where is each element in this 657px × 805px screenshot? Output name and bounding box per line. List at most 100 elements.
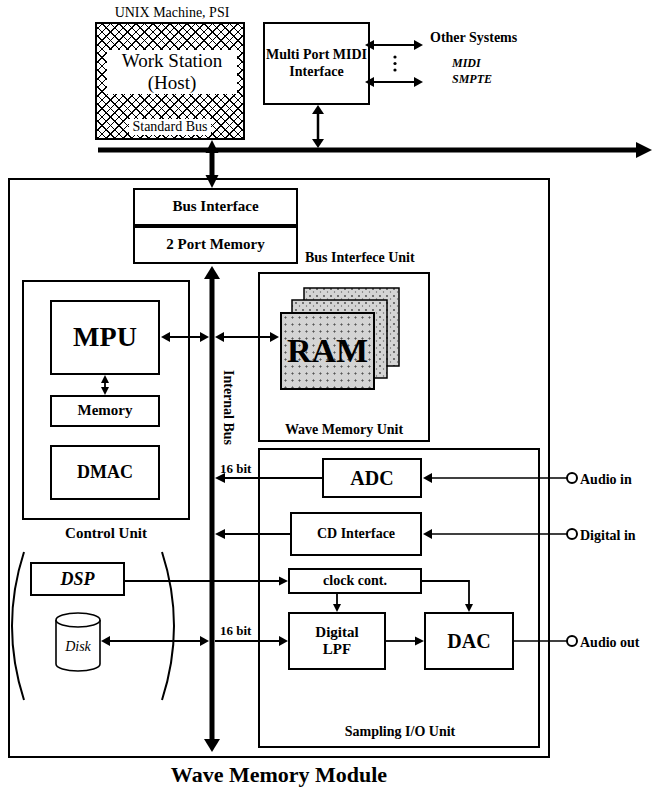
bit-width-label: 16 bit <box>220 624 251 639</box>
jack-terminal <box>567 529 577 539</box>
text-holder: Standard Bus <box>97 117 243 135</box>
disk-top <box>56 613 100 627</box>
port-label: Audio in <box>580 472 632 488</box>
arrowhead <box>200 636 209 646</box>
adc-box: ADC <box>322 458 422 498</box>
text-holder: UNIX Machine, PSI <box>82 3 262 21</box>
jack-terminal <box>567 636 577 646</box>
node-text: DAC <box>447 630 490 653</box>
arrowhead <box>101 636 110 646</box>
connector <box>386 637 424 646</box>
arrowhead <box>101 375 109 383</box>
label-holder: SMPTE <box>452 69 492 87</box>
label-holder: Audio out <box>580 633 640 651</box>
option-bracket <box>12 552 24 700</box>
bus-link <box>224 477 322 479</box>
arrowhead <box>279 577 288 586</box>
text-holder: Wave Memory Module <box>10 762 548 787</box>
label-holder: Digital in <box>580 526 636 544</box>
bus-link <box>215 640 280 642</box>
arrowhead <box>312 105 324 114</box>
jack-terminal <box>567 473 577 483</box>
bus-link <box>110 640 200 642</box>
node-text: Disk <box>65 639 91 655</box>
module-frame: Wave Memory ModuleBus Interface2 Port Me… <box>8 178 550 758</box>
arrowhead <box>206 175 219 188</box>
arrowhead <box>161 332 170 342</box>
arrowhead <box>333 604 341 612</box>
bus-arrowhead <box>636 142 652 158</box>
connector <box>422 581 473 612</box>
memory-box: Memory <box>50 395 160 427</box>
node-text: RAM <box>287 331 368 370</box>
option-bracket <box>162 552 174 700</box>
internal-bus <box>210 278 215 740</box>
workstation-box: UNIX Machine, PSIWork Station (Host)Stan… <box>95 22 245 140</box>
connector-line <box>422 581 469 606</box>
port-label: Audio out <box>580 635 640 651</box>
label-holder: Audio in <box>580 470 632 488</box>
ram-page: RAM <box>280 312 375 390</box>
bus-arrowhead <box>204 266 220 279</box>
text-holder: Work Station (Host) <box>107 50 237 94</box>
node-text: DSP <box>60 569 94 590</box>
node-text: UNIX Machine, PSI <box>115 5 230 21</box>
text-holder: Sampling I/O Unit <box>300 722 500 740</box>
node-text: Multi Port MIDI Interface <box>265 47 368 79</box>
sampling-io-frame: Sampling I/O UnitADCCD Interfaceclock co… <box>258 448 540 748</box>
label-holder: Other Systems <box>430 28 517 46</box>
port-label: Digital in <box>580 528 636 544</box>
lowpass-filter-box: Digital LPF <box>288 612 386 670</box>
connector-line <box>386 640 417 642</box>
node-text: Control Unit <box>65 525 147 542</box>
label-holder: 16 bit <box>220 621 251 639</box>
arrowhead <box>279 636 288 646</box>
text-holder: Wave Memory Unit <box>260 420 428 438</box>
arrowhead <box>312 139 324 148</box>
dsp-box: DSP <box>30 562 125 596</box>
label-holder: MIDI <box>452 53 481 71</box>
node-text: Wave Memory Unit <box>285 422 403 438</box>
protocol-label: SMPTE <box>452 73 492 87</box>
bus-label: Internal Bus <box>220 370 236 445</box>
bit-width-label: 16 bit <box>220 462 251 477</box>
wave-memory-frame: Wave Memory Unit RAM <box>258 272 430 442</box>
dac-box: DAC <box>424 612 514 670</box>
node-text: MPU <box>73 321 137 353</box>
connector <box>101 375 109 395</box>
dual-port-memory-box: 2 Port Memory <box>133 226 298 264</box>
node-text: Sampling I/O Unit <box>345 724 455 740</box>
protocol-label: MIDI <box>452 57 481 71</box>
mpu-box: MPU <box>50 300 160 375</box>
arrowhead <box>423 529 432 539</box>
node-text: ADC <box>350 467 393 490</box>
arrowhead <box>215 529 225 539</box>
midi-port-link <box>374 44 414 46</box>
clock-control-box: clock cont. <box>288 568 422 594</box>
node-text: 2 Port Memory <box>166 236 264 253</box>
ellipsis-dot <box>393 62 396 65</box>
arrowhead <box>101 387 109 395</box>
node-text: Bus Interface <box>172 198 258 215</box>
dmac-box: DMAC <box>50 445 160 500</box>
connector <box>206 140 219 188</box>
arrowhead <box>414 77 423 87</box>
connector <box>125 577 288 586</box>
connector <box>333 594 341 612</box>
node-text: Wave Memory Module <box>171 762 387 787</box>
midi-port-link <box>374 81 414 83</box>
bus-link <box>224 336 270 338</box>
unit-label: Bus Interfece Unit <box>305 250 415 266</box>
standard-bus <box>98 148 638 153</box>
label-holder: Internal Bus <box>220 370 238 445</box>
node-text: clock cont. <box>323 573 387 589</box>
midi-bus-link <box>317 113 320 140</box>
label-holder: Bus Interfece Unit <box>305 248 415 266</box>
node-text: Standard Bus <box>129 119 210 135</box>
node-text: Work Station (Host) <box>107 50 237 94</box>
signal-wire <box>431 533 567 535</box>
bus-link <box>170 336 200 338</box>
text-holder: Control Unit <box>24 524 188 542</box>
arrowhead <box>414 40 423 50</box>
